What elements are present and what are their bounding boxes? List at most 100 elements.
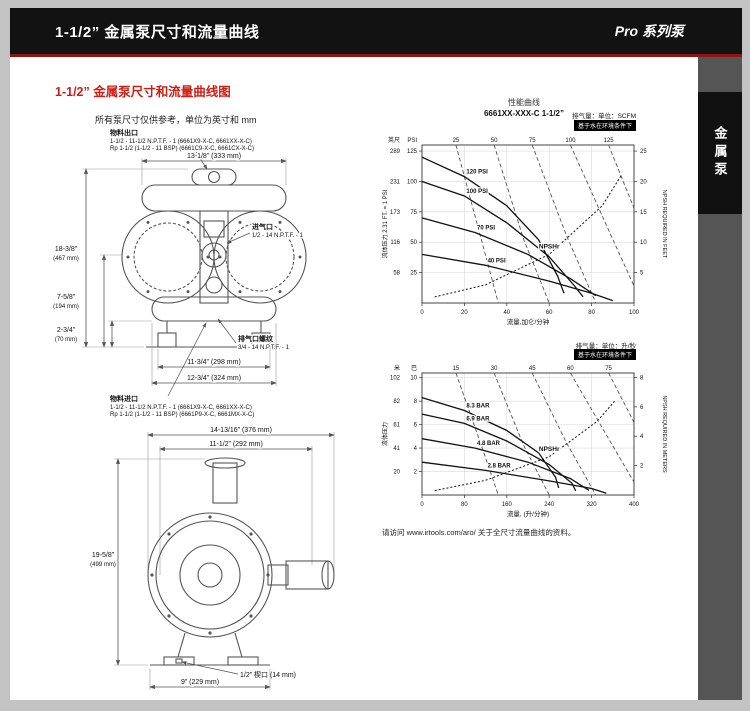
svg-text:0: 0 xyxy=(420,310,424,316)
svg-text:20: 20 xyxy=(461,310,468,316)
svg-text:75: 75 xyxy=(410,210,417,216)
svg-text:NPSHr: NPSHr xyxy=(539,243,560,250)
air-unit-note-metric: 排气量：单位：升/秒 xyxy=(575,343,636,350)
test-condition-badge: 基于水在环境条件下 xyxy=(573,120,636,131)
svg-text:8.3 BAR: 8.3 BAR xyxy=(466,404,490,410)
svg-text:10: 10 xyxy=(410,376,417,382)
svg-text:75: 75 xyxy=(529,138,536,144)
svg-text:25: 25 xyxy=(410,271,417,277)
pump-front-body xyxy=(121,168,307,348)
svg-text:20: 20 xyxy=(393,470,400,476)
svg-text:70 PSI: 70 PSI xyxy=(477,226,495,232)
svg-text:6.9 BAR: 6.9 BAR xyxy=(466,416,490,422)
svg-text:320: 320 xyxy=(587,502,598,508)
accent-rule xyxy=(10,54,742,57)
svg-text:6: 6 xyxy=(414,423,418,429)
exhaust-spec: 3/4 - 14 N.P.T.F. - 1 xyxy=(238,345,290,351)
material-outlet-spec2: Rp 1-1/2 (1-1/2 - 11 BSP) (6661C9-X-C, 6… xyxy=(110,146,254,152)
dimensions-note: 所有泵尺寸仅供参考，单位为英寸和 mm xyxy=(95,115,257,125)
svg-text:15: 15 xyxy=(453,366,460,372)
pump-side-body xyxy=(147,457,335,666)
svg-text:20: 20 xyxy=(640,179,647,185)
dim-side-top: 14-13/16” (376 mm) xyxy=(210,427,272,434)
svg-text:米: 米 xyxy=(394,364,400,372)
svg-text:160: 160 xyxy=(502,502,513,508)
dim-width2: 12-3/4” (324 mm) xyxy=(187,375,241,382)
svg-text:82: 82 xyxy=(393,399,400,405)
svg-text:NPSHr: NPSHr xyxy=(539,446,560,453)
air-unit-note: 排气量：单位：SCFM xyxy=(572,113,636,120)
chart-title: 性能曲线 xyxy=(508,98,540,107)
svg-text:NPSH REQUIRED IN METERS: NPSH REQUIRED IN METERS xyxy=(661,395,667,473)
svg-text:50: 50 xyxy=(491,138,498,144)
svg-text:流量,加仑/分钟: 流量,加仑/分钟 xyxy=(507,317,550,326)
dim-top-width: 13-1/8” (333 mm) xyxy=(187,153,241,160)
svg-text:50: 50 xyxy=(410,240,417,246)
air-inlet-label: 进气口 xyxy=(252,222,273,231)
svg-text:2: 2 xyxy=(414,470,418,476)
chart-model: 6661XX-XXX-C 1-1/2” xyxy=(483,109,565,118)
svg-text:58: 58 xyxy=(393,271,400,277)
svg-text:0: 0 xyxy=(420,502,424,508)
svg-text:60: 60 xyxy=(546,310,553,316)
svg-text:45: 45 xyxy=(529,366,536,372)
svg-text:100 PSI: 100 PSI xyxy=(466,189,488,195)
svg-text:102: 102 xyxy=(390,376,401,382)
svg-text:116: 116 xyxy=(390,240,400,246)
svg-text:30: 30 xyxy=(491,366,498,372)
svg-text:5: 5 xyxy=(640,271,644,277)
svg-text:10: 10 xyxy=(640,240,647,246)
material-inlet-spec2: Rp 1-1/2 (1-1/2 - 11 BSP) (6661P9-X-C, 6… xyxy=(110,412,254,418)
svg-text:40 PSI: 40 PSI xyxy=(488,258,506,264)
svg-text:PSI: PSI xyxy=(407,138,417,144)
svg-text:125: 125 xyxy=(407,149,418,155)
material-outlet-spec1: 1-1/2 - 11-1/2 N.P.T.F. - 1 (6661X9-X-C,… xyxy=(110,139,252,145)
dim-low-in: 2-3/4” xyxy=(57,327,76,334)
svg-text:100: 100 xyxy=(629,310,640,316)
material-inlet-label: 物料进口 xyxy=(110,394,138,403)
svg-text:4: 4 xyxy=(640,434,644,440)
material-outlet-label: 物料出口 xyxy=(110,128,138,137)
page-body: 1-1/2” 金属泵尺寸和流量曲线图 所有泵尺寸仅供参考，单位为英寸和 mm 物… xyxy=(10,57,698,700)
svg-text:英尺: 英尺 xyxy=(388,136,400,144)
performance-chart-imperial: 性能曲线 6661XX-XXX-C 1-1/2” 排气量：单位：SCFM 基于水… xyxy=(378,97,670,332)
svg-text:80: 80 xyxy=(588,310,595,316)
svg-text:流体压力: 流体压力 xyxy=(381,422,389,446)
material-inlet-spec1: 1-1/2 - 11-1/2 N.P.T.F. - 1 (6661X9-X-C,… xyxy=(110,405,252,411)
dim-mid-mm: (194 mm) xyxy=(53,304,79,310)
dim-side-inner: 11-1/2” (292 mm) xyxy=(209,441,263,448)
air-inlet-spec: 1/2 - 14 N.P.T.F. - 1 xyxy=(252,233,304,239)
svg-text:60: 60 xyxy=(567,366,574,372)
svg-text:15: 15 xyxy=(640,210,647,216)
svg-text:巴: 巴 xyxy=(411,365,417,372)
svg-text:75: 75 xyxy=(605,366,612,372)
dim-mid-in: 7-5/8” xyxy=(57,294,76,301)
svg-text:173: 173 xyxy=(390,210,401,216)
svg-text:61: 61 xyxy=(393,423,400,429)
svg-text:25: 25 xyxy=(640,149,647,155)
dim-low-mm: (70 mm) xyxy=(55,337,77,343)
pump-side-diagram: 14-13/16” (376 mm) 11-1/2” (292 mm) xyxy=(90,426,335,690)
exhaust-label: 排气口螺纹 xyxy=(238,334,274,343)
svg-text:400: 400 xyxy=(629,502,640,508)
svg-text:41: 41 xyxy=(393,446,400,452)
page-header: 1-1/2” 金属泵尺寸和流量曲线 Pro 系列泵 xyxy=(10,8,742,54)
svg-text:80: 80 xyxy=(461,502,468,508)
svg-text:4: 4 xyxy=(414,446,418,452)
dim-height-in: 18-3/8” xyxy=(55,246,78,253)
pump-front-diagram: 物料出口 1-1/2 - 11-1/2 N.P.T.F. - 1 (6661X9… xyxy=(53,128,307,418)
svg-text:4.8 BAR: 4.8 BAR xyxy=(477,441,501,447)
dim-side-height-mm: (499 mm) xyxy=(90,562,116,568)
dim-height-mm: (467 mm) xyxy=(53,256,79,262)
svg-text:8: 8 xyxy=(640,375,644,381)
svg-text:流量, (升/分钟): 流量, (升/分钟) xyxy=(507,509,549,518)
svg-text:120 PSI: 120 PSI xyxy=(466,170,488,176)
svg-text:240: 240 xyxy=(544,502,555,508)
section-heading: 1-1/2” 金属泵尺寸和流量曲线图 xyxy=(55,85,231,99)
svg-text:流体压力 2.31 FT. = 1 PSI: 流体压力 2.31 FT. = 1 PSI xyxy=(381,189,389,258)
page-title: 1-1/2” 金属泵尺寸和流量曲线 xyxy=(55,23,260,41)
footer-note: 请访问 www.irtools.com/aro/ 关于全尺寸流量曲线的资料。 xyxy=(382,528,576,537)
